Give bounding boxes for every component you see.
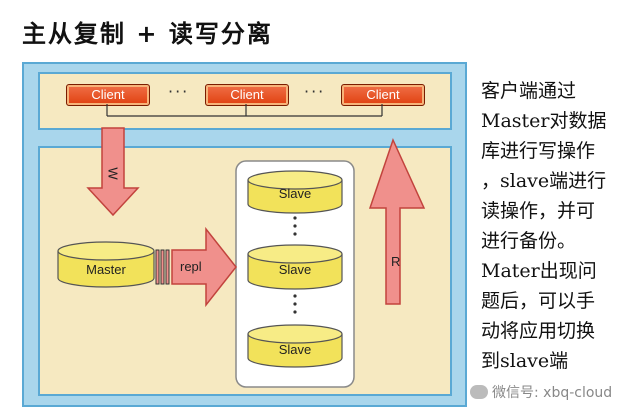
client-ellipsis-1: ··· (168, 82, 190, 101)
description-line: 到slave端 (481, 350, 569, 372)
watermark-text: 微信号: xbq-cloud (492, 385, 613, 401)
client-node-2: Client (205, 84, 289, 106)
description-line: 动将应用切换 (481, 320, 596, 342)
repl-label: repl (180, 259, 202, 274)
wechat-icon (470, 385, 488, 399)
slave-db-1 (247, 170, 343, 214)
slave-label-3: Slave (278, 342, 312, 357)
master-label: Master (86, 262, 126, 277)
master-db (57, 241, 155, 288)
description-line: Master对数据 (481, 110, 607, 132)
read-label: R (391, 254, 401, 269)
repl-arrow (171, 226, 237, 308)
client-connectors (106, 104, 383, 117)
write-arrow (86, 127, 140, 217)
slave-label-1: Slave (278, 186, 312, 201)
write-label: W (105, 167, 121, 180)
client-node-3: Client (341, 84, 425, 106)
description-line: Mater出现问 (481, 260, 597, 282)
watermark: 微信号: xbq-cloud (470, 382, 612, 402)
description-line: 题后，可以手 (481, 290, 596, 312)
description-line: 进行备份。 (481, 230, 577, 252)
slave-db-2 (247, 244, 343, 290)
description-line: 读操作，并可 (481, 200, 596, 222)
read-arrow (368, 137, 426, 305)
description-text: 客户端通过 Master对数据 库进行写操作 ，slave端进行 读操作，并可 … (481, 76, 631, 376)
description-line: ，slave端进行 (481, 170, 607, 192)
slave-ellipsis-dots (293, 216, 297, 314)
slave-label-2: Slave (278, 262, 312, 277)
client-ellipsis-2: ··· (304, 82, 326, 101)
description-line: 客户端通过 (481, 80, 577, 102)
repl-stripes (155, 249, 170, 285)
client-node-1: Client (66, 84, 150, 106)
slave-db-3 (247, 324, 343, 368)
description-line: 库进行写操作 (481, 140, 596, 162)
page-title: 主从复制 + 读写分离 (22, 20, 273, 48)
